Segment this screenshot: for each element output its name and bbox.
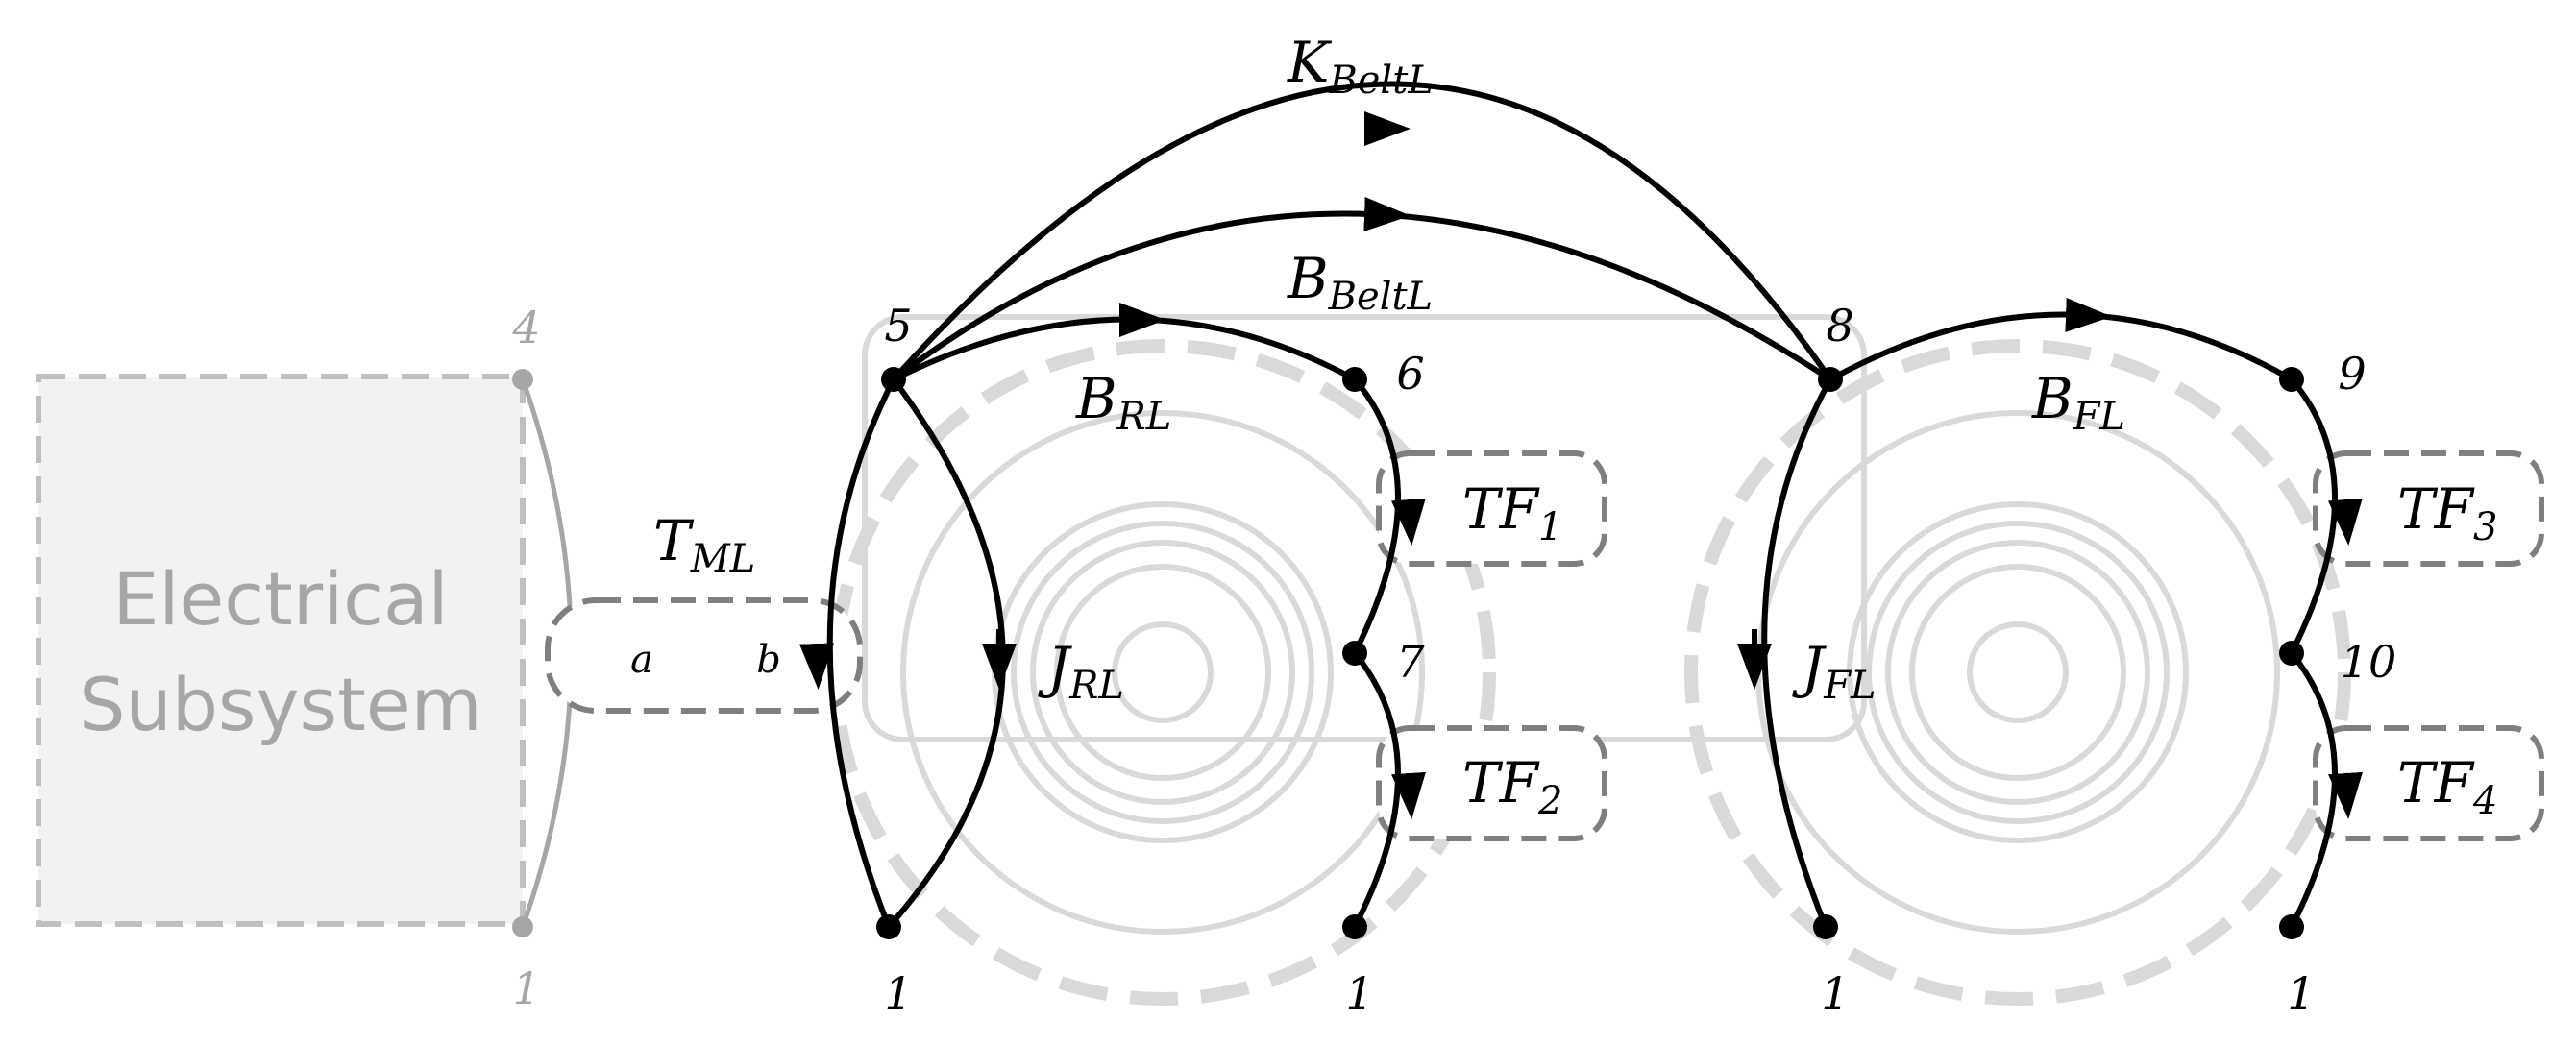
tf3-box — [2313, 450, 2544, 567]
tf1-label: TF1 — [1462, 476, 1562, 549]
nodes — [876, 367, 2304, 939]
b-rl-label: BRL — [1075, 366, 1171, 439]
edge-b-fl — [1828, 311, 2294, 382]
edge-t-ml-arrow — [799, 643, 834, 690]
tf1-box — [1376, 450, 1607, 567]
ground-label-2: 1 — [1345, 967, 1373, 1019]
edge-tf3 — [2289, 377, 2338, 655]
t-ml-label: TML — [653, 508, 755, 581]
b-fl-label: BFL — [2031, 366, 2125, 439]
edge-tf2-arrow — [1391, 771, 1426, 819]
tf2-label: TF2 — [1462, 750, 1562, 823]
ground-node-3 — [1813, 914, 1838, 939]
ground-label-3: 1 — [1821, 967, 1849, 1019]
tf2-box — [1376, 725, 1607, 841]
subsystem-label-line1: Electrical — [112, 556, 448, 642]
electrical-subsystem: Electrical Subsystem — [36, 374, 526, 927]
port-b-label: b — [756, 638, 781, 682]
edge-t-ml — [826, 377, 896, 929]
subsystem-box — [36, 374, 526, 927]
tf4-box — [2313, 725, 2544, 841]
node-4 — [512, 369, 533, 390]
node-5-label: 5 — [884, 300, 912, 352]
ground-node-2 — [1342, 914, 1367, 939]
ground-label-4: 1 — [2287, 967, 2315, 1019]
ground-label-1: 1 — [884, 967, 912, 1019]
node-9 — [2279, 367, 2304, 392]
node-7-label: 7 — [1396, 636, 1425, 688]
tf4-label: TF4 — [2397, 750, 2497, 823]
edge-k-belt — [891, 81, 1833, 382]
ground-node-1 — [876, 914, 901, 939]
edge-b-belt — [892, 210, 1832, 382]
background-vehicle-art — [829, 314, 2351, 1006]
t-ml-box — [545, 597, 863, 714]
edge-tf1 — [1352, 377, 1401, 655]
node-9-label: 9 — [2338, 348, 2366, 400]
node-8 — [1818, 367, 1843, 392]
node-1-grey — [512, 916, 533, 937]
node-4-label: 4 — [511, 302, 540, 353]
node-8-label: 8 — [1826, 300, 1853, 352]
node-5 — [881, 367, 906, 392]
node-10 — [2279, 641, 2304, 666]
port-a-label: a — [630, 638, 653, 682]
edge-b-belt-arrow — [1363, 197, 1411, 231]
b-belt-label: BBeltL — [1287, 246, 1433, 319]
edge-b-fl-arrow — [2065, 298, 2112, 332]
node-7 — [1342, 641, 1367, 666]
front-wheel-art — [1684, 339, 2351, 1006]
k-belt-label: KBeltL — [1287, 30, 1434, 103]
tf3-label: TF3 — [2397, 476, 2497, 549]
node-10-label: 10 — [2341, 636, 2397, 688]
edge-tf4-arrow — [2328, 771, 2363, 819]
node-6 — [1342, 367, 1367, 392]
node-1-grey-label: 1 — [512, 962, 540, 1014]
edge-tf1-arrow — [1390, 498, 1426, 546]
edge-j-fl — [1761, 377, 1833, 929]
j-rl-label: JRL — [1038, 635, 1124, 708]
ground-node-4 — [2279, 914, 2304, 939]
node-6-label: 6 — [1396, 348, 1424, 400]
subsystem-label-line2: Subsystem — [79, 662, 481, 747]
edge-tf3-arrow — [2327, 498, 2363, 546]
